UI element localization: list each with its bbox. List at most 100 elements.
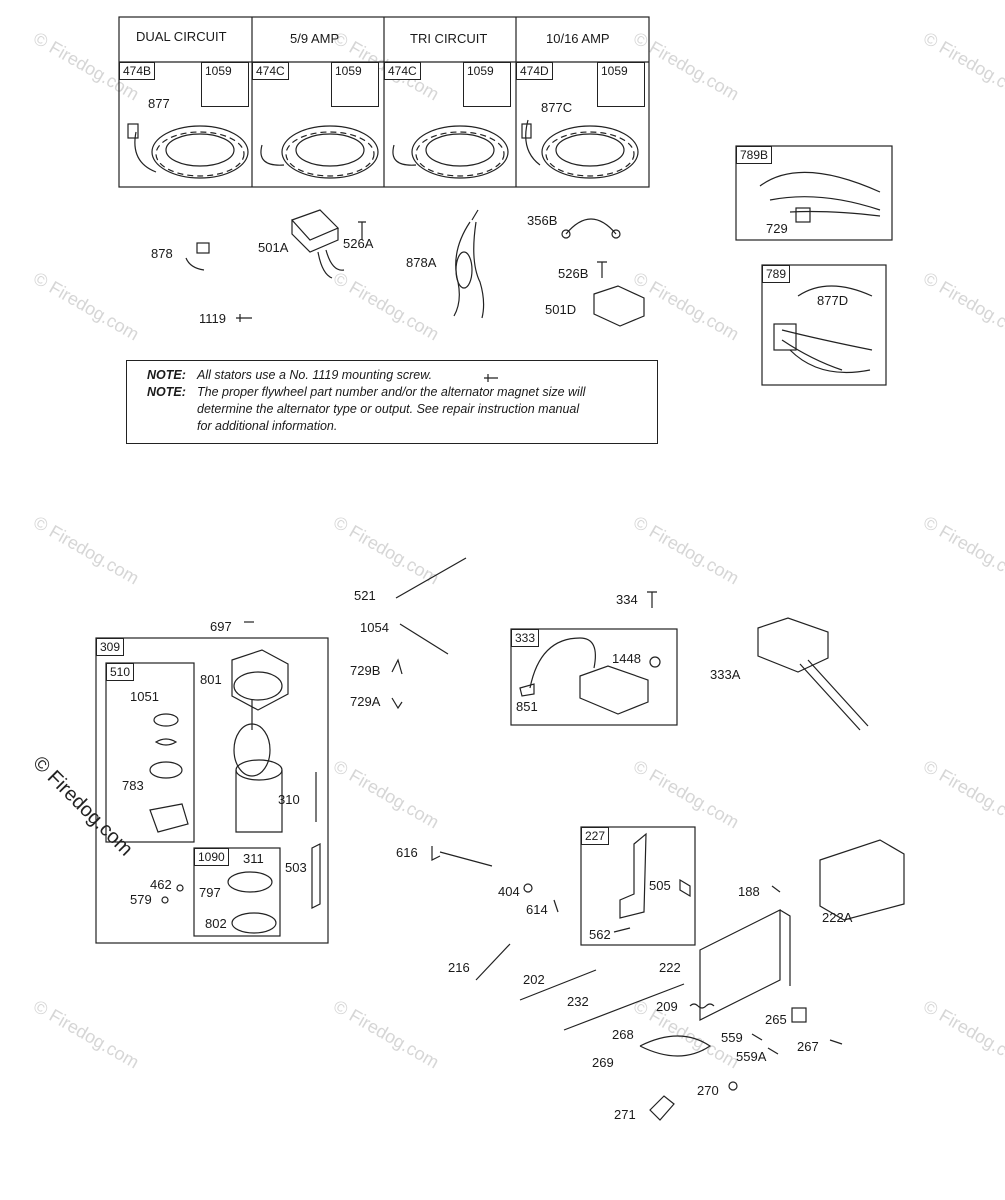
label-222: 222 <box>659 960 681 975</box>
tag-1059: 1059 <box>201 62 249 107</box>
tag-474C: 474C <box>384 62 421 80</box>
label-268: 268 <box>612 1027 634 1042</box>
label-797: 797 <box>199 885 221 900</box>
label-404: 404 <box>498 884 520 899</box>
label-202: 202 <box>523 972 545 987</box>
label-1051: 1051 <box>130 689 159 704</box>
label-559A: 559A <box>736 1049 767 1064</box>
rod-521 <box>395 557 467 599</box>
label-526A: 526A <box>343 236 374 251</box>
label-878: 878 <box>151 246 173 261</box>
harness-box-789 <box>761 264 887 386</box>
label-222A: 222A <box>822 910 853 925</box>
tag-1090: 1090 <box>194 848 229 866</box>
stator-474B <box>127 123 249 179</box>
label-729A: 729A <box>350 694 381 709</box>
tag-227: 227 <box>581 827 610 845</box>
label-562: 562 <box>589 927 611 942</box>
label-265: 265 <box>765 1012 787 1027</box>
label-501D: 501D <box>545 302 577 317</box>
tag-474B: 474B <box>119 62 156 80</box>
header-dual-circuit: DUAL CIRCUIT <box>136 29 227 44</box>
label-559: 559 <box>721 1030 743 1045</box>
lever-227 <box>619 832 647 919</box>
harness-878A <box>453 209 485 319</box>
tag-1059: 1059 <box>463 62 511 107</box>
screw-526A <box>358 221 366 240</box>
tag-309: 309 <box>96 638 125 656</box>
control-box-227 <box>580 826 696 946</box>
label-851: 851 <box>516 699 538 714</box>
header-tri-circuit: TRI CIRCUIT <box>410 31 488 46</box>
tag-1059: 1059 <box>331 62 379 107</box>
label-729: 729 <box>766 221 788 236</box>
drive-box-510 <box>105 662 195 843</box>
note-line-2c: for additional information. <box>197 419 338 433</box>
label-311: 311 <box>243 851 264 866</box>
tag-789B: 789B <box>736 146 773 164</box>
regulator-501A <box>290 209 340 253</box>
bracket-222A <box>819 839 905 921</box>
stator-474D <box>521 119 639 179</box>
note-line-1: All stators use a No. 1119 mounting scre… <box>197 368 433 382</box>
label-614: 614 <box>526 902 548 917</box>
label-271: 271 <box>614 1107 636 1122</box>
stator-474C-b <box>392 125 509 179</box>
label-209: 209 <box>656 999 678 1014</box>
label-505: 505 <box>649 878 671 893</box>
label-729B: 729B <box>350 663 381 678</box>
label-333A: 333A <box>710 667 741 682</box>
header-10-16-amp: 10/16 AMP <box>546 31 610 46</box>
label-877D: 877D <box>817 293 849 308</box>
label-802: 802 <box>205 916 227 931</box>
tag-474C: 474C <box>252 62 289 80</box>
header-5-9-amp: 5/9 AMP <box>290 31 340 46</box>
shaft-616 <box>431 846 493 867</box>
label-501A: 501A <box>258 240 289 255</box>
regulator-501D <box>593 285 645 327</box>
tie-1054 <box>399 623 449 655</box>
screw-1119 <box>236 314 252 322</box>
label-267: 267 <box>797 1039 819 1054</box>
label-1054: 1054 <box>360 620 389 635</box>
cable-268 <box>639 1035 712 1057</box>
lever-271 <box>649 1095 675 1121</box>
note-prefix: NOTE: <box>147 368 186 382</box>
note-line-2b: determine the alternator type or output.… <box>197 402 580 416</box>
label-232: 232 <box>567 994 589 1009</box>
note-box: NOTE: All stators use a No. 1119 mounting… <box>126 360 658 444</box>
bracket-222 <box>699 909 791 1021</box>
label-188: 188 <box>738 884 760 899</box>
label-269: 269 <box>592 1055 614 1070</box>
label-697: 697 <box>210 619 232 634</box>
label-503: 503 <box>285 860 307 875</box>
plug-878 <box>185 257 205 271</box>
note-prefix: NOTE: <box>147 385 186 399</box>
link-216 <box>475 943 511 981</box>
note-line-2a: The proper flywheel part number and/or t… <box>197 385 586 399</box>
label-462: 462 <box>150 877 172 892</box>
label-877C: 877C <box>541 100 573 115</box>
screw-526B <box>597 261 607 278</box>
label-877: 877 <box>148 96 170 111</box>
stator-474C-a <box>260 125 379 179</box>
label-521: 521 <box>354 588 376 603</box>
tag-474D: 474D <box>516 62 553 80</box>
starter-box-309 <box>95 637 329 944</box>
label-216: 216 <box>448 960 470 975</box>
label-1448: 1448 <box>612 651 641 666</box>
label-801: 801 <box>200 672 222 687</box>
harness-box-789B <box>735 145 893 241</box>
ignition-333A <box>757 617 829 673</box>
label-878A: 878A <box>406 255 437 270</box>
label-526B: 526B <box>558 266 589 281</box>
label-1119: 1119 <box>199 311 226 326</box>
label-334: 334 <box>616 592 638 607</box>
label-310: 310 <box>278 792 300 807</box>
label-356B: 356B <box>527 213 558 228</box>
tag-333: 333 <box>511 629 540 647</box>
coil-box-333 <box>510 628 678 726</box>
tag-510: 510 <box>106 663 135 681</box>
